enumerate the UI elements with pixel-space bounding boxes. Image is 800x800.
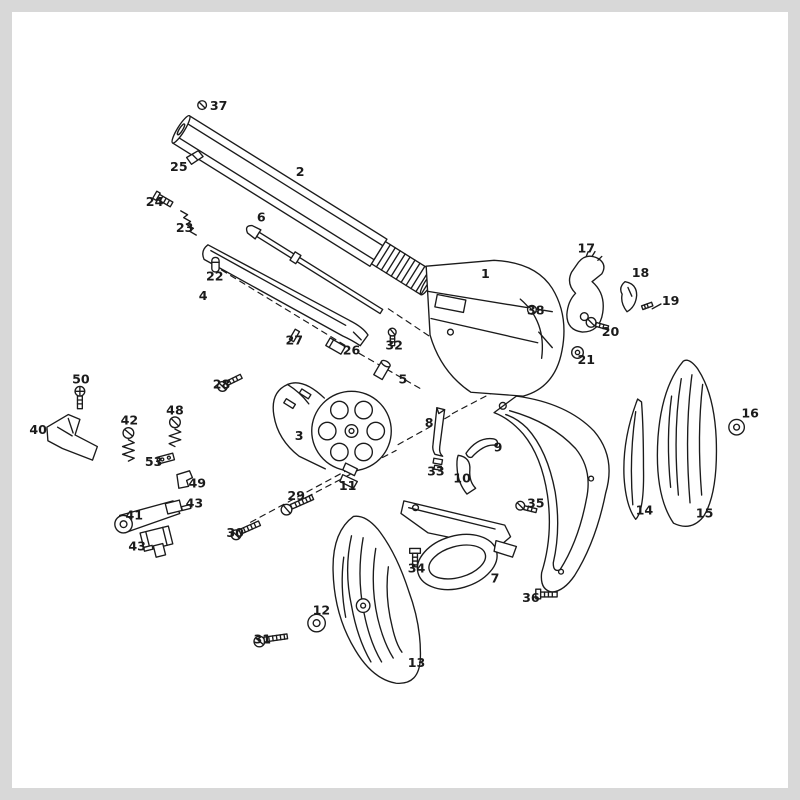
- part-label-48: 48: [166, 403, 184, 418]
- part-label-21: 21: [577, 352, 595, 367]
- part-label-17: 17: [577, 241, 595, 256]
- exploded-parts-diagram: 3725224236224171819138202127263252850404…: [29, 98, 759, 684]
- part-label-36: 36: [522, 590, 540, 605]
- part-label-11: 11: [339, 478, 357, 493]
- part-label-41: 41: [125, 507, 143, 522]
- part-label-35: 35: [527, 496, 545, 511]
- part-label-38: 38: [527, 303, 545, 318]
- part-screw-42: [121, 426, 135, 462]
- part-hand: [432, 407, 446, 457]
- part-screw-48: [168, 416, 182, 448]
- part-barrel: [171, 114, 436, 296]
- part-label-29: 29: [287, 488, 305, 503]
- part-latch-assembly: [114, 499, 183, 558]
- part-label-1: 1: [481, 266, 490, 281]
- part-label-27: 27: [285, 333, 303, 348]
- part-label-22: 22: [206, 269, 224, 284]
- part-pin-43a: [180, 503, 192, 512]
- part-label-18: 18: [632, 265, 650, 280]
- part-label-6: 6: [257, 210, 266, 225]
- part-cylinder: [272, 382, 392, 472]
- part-label-5: 5: [399, 372, 408, 387]
- part-label-50: 50: [72, 372, 90, 387]
- part-washer-12: [307, 613, 326, 633]
- part-screw-31: [253, 633, 289, 648]
- part-trigger: [456, 454, 477, 495]
- part-label-13: 13: [408, 655, 426, 670]
- part-label-15: 15: [696, 505, 714, 520]
- part-loading-lever: [202, 244, 369, 347]
- part-label-25: 25: [170, 159, 188, 174]
- part-frame: [425, 259, 610, 593]
- part-label-19: 19: [662, 293, 680, 308]
- part-nut-21: [571, 345, 585, 359]
- part-screw-50: [74, 385, 86, 410]
- part-label-30: 30: [226, 525, 244, 540]
- part-bracket-49: [176, 470, 194, 489]
- part-rammer: [245, 224, 384, 315]
- part-plunger-5: [373, 359, 391, 381]
- part-label-2: 2: [296, 164, 305, 179]
- part-label-33: 33: [427, 464, 445, 479]
- part-spring-33: [432, 457, 444, 471]
- part-pin-27: [288, 328, 301, 343]
- part-label-42: 42: [121, 412, 139, 427]
- part-label-49: 49: [188, 475, 206, 490]
- part-label-3: 3: [295, 428, 304, 443]
- part-flat-spring: [465, 437, 499, 459]
- part-screw-30: [230, 520, 262, 541]
- part-pin-43b: [142, 544, 154, 552]
- part-trigger-guard: [400, 500, 518, 591]
- part-label-32: 32: [385, 338, 403, 353]
- part-label-40: 40: [29, 422, 47, 437]
- part-hammer: [566, 250, 605, 333]
- part-bolt-26: [325, 337, 346, 355]
- part-plate-53: [156, 452, 176, 465]
- part-label-53: 53: [145, 454, 163, 469]
- part-label-43a: 43: [186, 496, 204, 511]
- part-grip-insert: [623, 398, 645, 520]
- part-label-14: 14: [636, 502, 654, 517]
- assembly-axis-lines: [220, 269, 498, 523]
- part-sight-stud: [197, 100, 208, 111]
- part-label-20: 20: [602, 324, 620, 339]
- part-screw-32: [387, 327, 397, 347]
- part-screw-34: [409, 547, 422, 568]
- part-label-16: 16: [741, 405, 759, 420]
- part-sear: [620, 280, 638, 313]
- part-left-grip: [332, 515, 422, 684]
- part-right-grip: [656, 359, 718, 528]
- part-washer-16: [728, 418, 746, 436]
- part-label-43b: 43: [128, 538, 146, 553]
- part-label-9: 9: [494, 439, 503, 454]
- part-screw-29: [280, 494, 315, 516]
- part-label-4: 4: [199, 288, 208, 303]
- part-wedge-latch: [46, 413, 99, 461]
- part-nipple: [339, 462, 358, 489]
- part-screw-35: [515, 500, 538, 514]
- part-screw-20: [585, 316, 610, 331]
- part-spring-23: [180, 210, 197, 236]
- part-front-sight: [185, 150, 204, 165]
- part-screw-36: [535, 588, 558, 600]
- part-label-34: 34: [408, 561, 426, 576]
- part-screw-28: [216, 373, 243, 392]
- part-label-23: 23: [176, 220, 194, 235]
- part-label-10: 10: [453, 470, 471, 485]
- part-label-24: 24: [146, 194, 164, 209]
- part-label-37: 37: [210, 98, 228, 113]
- part-screw-38: [526, 304, 537, 315]
- part-label-7: 7: [491, 570, 500, 585]
- part-label-31: 31: [253, 631, 271, 646]
- part-pin-22: [211, 256, 220, 273]
- part-label-12: 12: [313, 602, 331, 617]
- part-label-26: 26: [343, 342, 361, 357]
- part-label-8: 8: [425, 415, 434, 430]
- part-pin-19: [640, 301, 662, 311]
- part-label-28: 28: [213, 376, 231, 391]
- part-stud-24: [152, 190, 174, 208]
